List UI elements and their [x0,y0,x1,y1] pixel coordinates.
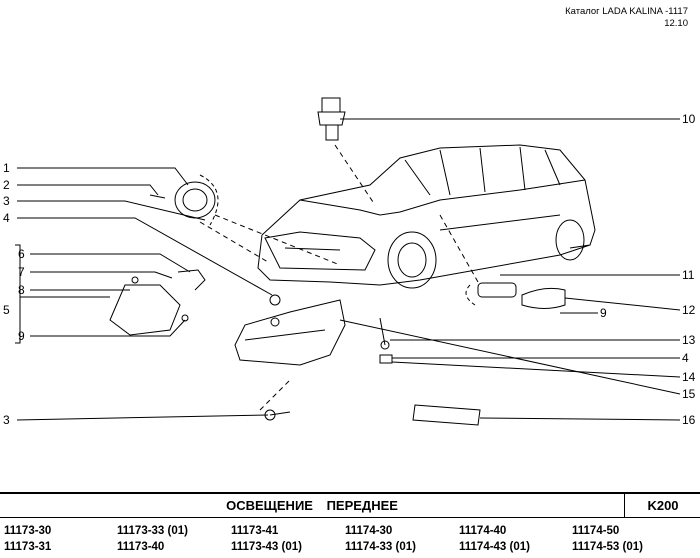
side-repeater-part [465,282,566,309]
fog-lamp-part [149,174,219,226]
callout-14: 14 [682,370,696,384]
leader-lines [15,118,681,421]
parts-diagram: 1 2 3 4 6 7 8 5 9 3 10 11 12 9 13 4 14 1… [3,97,696,427]
catalog-page: 12.10 [664,18,688,29]
callout-16: 16 [682,413,696,427]
callout-15: 15 [682,387,696,401]
callout-1: 1 [3,161,10,175]
model-number: 11174-43 (01) [459,541,530,553]
callout-10: 10 [682,112,696,126]
callout-3b: 3 [3,413,10,427]
section-code: K200 [624,494,700,518]
callout-2: 2 [3,178,10,192]
model-number: 11173-31 [4,541,52,553]
model-number: 11173-40 [117,541,165,553]
callout-6: 6 [18,247,25,261]
model-number: 11174-53 (01) [572,541,643,553]
model-number: 11173-43 (01) [231,541,302,553]
callout-8: 8 [18,283,25,297]
light-switch-part [317,97,346,141]
catalog-header: Каталог LADA KALINA -1117 12.10 [565,6,688,30]
model-number: 11174-50 [572,525,620,537]
model-number: 11173-41 [231,525,279,537]
callout-9: 9 [18,329,25,343]
model-column: 11174-30 11174-33 (01) [345,523,416,555]
model-column: 11174-40 11174-43 (01) [459,523,530,555]
callout-4b: 4 [682,351,689,365]
callout-3: 3 [3,194,10,208]
model-number: 11174-33 (01) [345,541,416,553]
car-illustration [257,144,596,289]
model-column: 11173-33 (01) 11173-40 [117,523,188,555]
headlamp-part [109,269,481,426]
model-column: 11173-41 11173-43 (01) [231,523,302,555]
model-number: 11173-30 [4,525,52,537]
callout-12: 12 [682,303,696,317]
title-bar: ОСВЕЩЕНИЕ ПЕРЕДНЕЕ K200 [0,492,700,518]
callout-13: 13 [682,333,696,347]
callout-7: 7 [18,265,25,279]
model-column: 11174-50 11174-53 (01) [572,523,643,555]
model-number: 11174-30 [345,525,393,537]
assembly-guides [199,144,479,411]
section-title: ОСВЕЩЕНИЕ ПЕРЕДНЕЕ [226,498,398,513]
model-column: 11173-30 11173-31 [4,523,51,555]
callout-9b: 9 [600,306,607,320]
model-number: 11174-40 [459,525,507,537]
model-number: 11173-33 (01) [117,525,188,537]
callout-4: 4 [3,211,10,225]
callout-11: 11 [682,268,695,282]
callout-5: 5 [3,303,10,317]
catalog-title: Каталог LADA KALINA -1117 [565,6,688,17]
